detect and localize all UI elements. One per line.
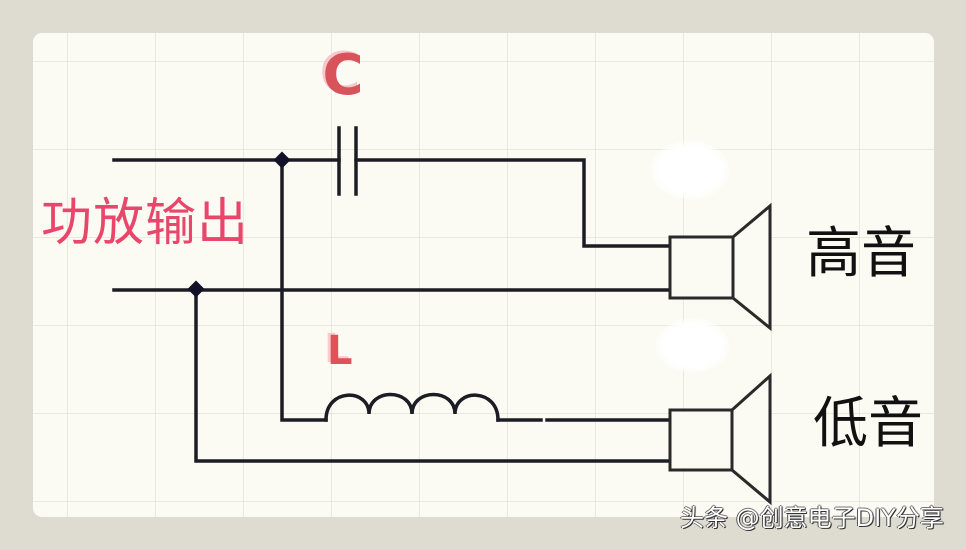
- junction-dot-top: [273, 151, 291, 169]
- blur-patch-top: [650, 140, 730, 200]
- amp-output-label: 功放输出: [41, 194, 250, 253]
- tweeter-speaker-icon: [668, 202, 772, 332]
- wire-cap-to-tweeter: [354, 158, 672, 248]
- wire-junction-to-inductor: [280, 158, 328, 422]
- woofer-label: 低音: [813, 391, 924, 455]
- watermark: 头条 @创意电子DIY分享: [680, 504, 944, 532]
- blur-patch-bottom: [655, 318, 730, 373]
- inductor-label: L: [327, 328, 353, 374]
- wire-junction-to-woofer: [194, 288, 672, 463]
- schematic-panel: [33, 33, 934, 517]
- junction-dot-bottom: [187, 280, 205, 298]
- inductor-coil: [324, 392, 500, 422]
- tweeter-label: 高音: [806, 221, 917, 285]
- woofer-speaker-icon: [668, 372, 772, 506]
- capacitor-label: C: [322, 43, 364, 108]
